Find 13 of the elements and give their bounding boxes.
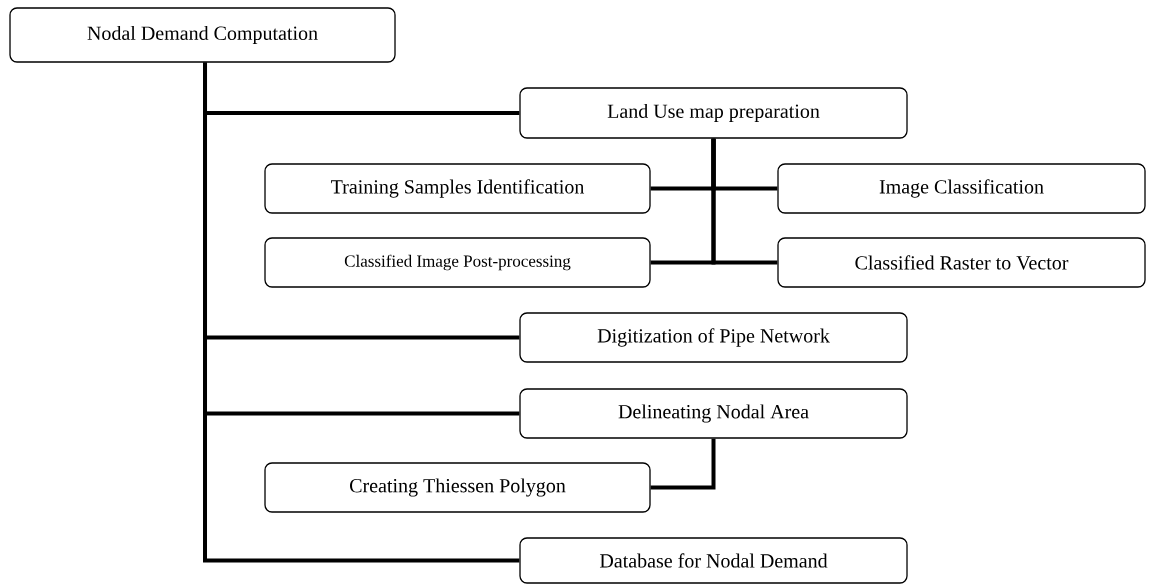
process-box: Land Use map preparation	[519, 87, 908, 139]
process-box: Digitization of Pipe Network	[519, 312, 908, 363]
process-box: Image Classification	[777, 163, 1146, 214]
process-box: Database for Nodal Demand	[519, 537, 908, 584]
connector-line	[203, 62, 520, 563]
process-box: Training Samples Identification	[264, 163, 651, 214]
process-box: Creating Thiessen Polygon	[264, 462, 651, 513]
process-box: Classified Raster to Vector	[777, 237, 1146, 288]
connector-line	[650, 438, 716, 490]
process-box: Nodal Demand Computation	[9, 7, 396, 63]
connector-line	[711, 138, 778, 265]
process-box: Delineating Nodal Area	[519, 388, 908, 439]
process-box: Classified Image Post-processing	[264, 237, 651, 288]
